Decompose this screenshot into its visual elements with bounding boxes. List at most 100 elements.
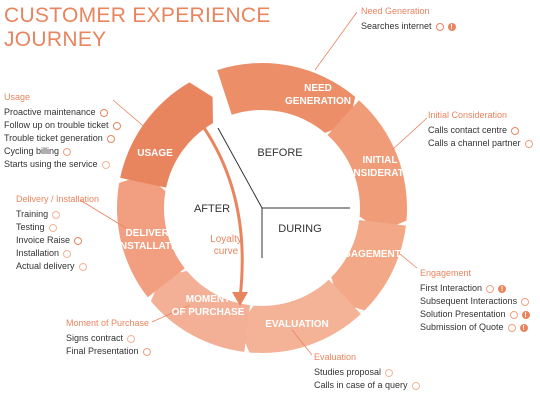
list-item: Installation: [16, 247, 99, 260]
page-title: CUSTOMER EXPERIENCE JOURNEY: [4, 4, 271, 52]
connector-delivery: [79, 199, 127, 229]
list-item: Searches internet: [361, 20, 456, 34]
smile-face-icon: [507, 323, 516, 332]
group-header: Initial Consideration: [428, 110, 508, 120]
stage-initial-consideration-1: INITIAL: [363, 155, 398, 166]
alert-icon: [521, 309, 530, 322]
ring-segment-usage: [120, 82, 213, 188]
list-item: Calls contact centre: [428, 124, 533, 137]
group-engagement: Engagement First InteractionSubsequent I…: [420, 268, 530, 335]
connector-engagement: [394, 249, 418, 269]
connector-usage: [112, 99, 149, 131]
list-item-label: First Interaction: [420, 283, 483, 293]
list-item-label: Subsequent Interactions: [420, 296, 518, 306]
ring-segments: [116, 63, 407, 353]
connector-moment-of-purchase: [151, 304, 191, 323]
list-item: Invoice Raise: [16, 234, 99, 247]
label-during: DURING: [278, 223, 321, 235]
happy-face-icon: [435, 22, 444, 31]
neutral-face-icon: [101, 160, 110, 169]
list-item-label: Submission of Quote: [420, 322, 504, 332]
neutral-face-icon: [385, 368, 394, 377]
alert-icon: [519, 322, 528, 335]
title-line-2: JOURNEY: [4, 28, 107, 51]
neutral-face-icon: [411, 381, 420, 390]
list-item: Studies proposal: [314, 366, 420, 379]
stage-initial-consideration-2: CONSIDERATION: [338, 168, 421, 179]
list-item-label: Proactive maintenance: [4, 107, 96, 117]
group-header: Engagement: [420, 268, 472, 278]
neutral-face-icon: [52, 210, 61, 219]
list-item-label: Calls a channel partner: [428, 138, 521, 148]
list-item-label: Actual delivery: [16, 261, 75, 271]
ring-segment-engagement: [331, 219, 406, 311]
list-item: Testing: [16, 221, 99, 234]
smile-face-icon: [486, 284, 495, 293]
neutral-face-icon: [48, 223, 57, 232]
list-item: Starts using the service: [4, 158, 121, 171]
list-item: Cycling billing: [4, 145, 121, 158]
ring-segment-evaluation: [238, 279, 361, 353]
smile-face-icon: [524, 139, 533, 148]
stage-need-generation-2: GENERATION: [285, 96, 351, 107]
list-item-label: Final Presentation: [66, 346, 139, 356]
title-line-1: CUSTOMER EXPERIENCE: [4, 4, 271, 27]
smile-face-icon: [142, 347, 151, 356]
label-after: AFTER: [194, 203, 230, 215]
divider-before-after: [217, 127, 263, 209]
list-item-label: Training: [16, 209, 49, 219]
group-header: Delivery / Installation: [16, 194, 100, 204]
ring-segment-delivery: [116, 174, 185, 298]
list-item: Calls a channel partner: [428, 137, 533, 150]
sad-face-icon: [511, 126, 520, 135]
ring-segment-initial-consideration: [327, 100, 407, 232]
stage-delivery-2: INSTALLATION: [117, 241, 189, 252]
ring-segment-need-generation: [217, 63, 356, 133]
list-item-label: Solution Presentation: [420, 309, 506, 319]
smile-face-icon: [509, 310, 518, 319]
list-item: Final Presentation: [66, 345, 151, 358]
connector-lines: [79, 11, 428, 356]
list-item-label: Signs contract: [66, 333, 124, 343]
list-item-label: Calls contact centre: [428, 125, 508, 135]
connector-evaluation: [291, 329, 313, 356]
list-item: Calls in case of a query: [314, 379, 420, 392]
list-item-label: Studies proposal: [314, 367, 382, 377]
happy-face-icon: [99, 108, 108, 117]
list-item: Trouble ticket generation: [4, 132, 121, 145]
alert-icon: [498, 283, 507, 296]
stage-engagement: ENGAGEMENT: [329, 249, 401, 260]
group-header: Moment of Purchase: [66, 318, 150, 328]
group-header: Usage: [4, 92, 31, 102]
list-item-label: Starts using the service: [4, 159, 98, 169]
sad-face-icon: [106, 134, 115, 143]
label-loyalty-2: curve: [214, 246, 239, 257]
list-item-label: Follow up on trouble ticket: [4, 120, 109, 130]
ring-labels: NEED GENERATION INITIAL CONSIDERATION EN…: [117, 83, 422, 330]
loyalty-curve-arrowhead: [232, 292, 248, 306]
group-header: Need Generation: [361, 6, 430, 16]
neutral-face-icon: [63, 249, 72, 258]
label-before: BEFORE: [257, 147, 302, 159]
stage-need-generation-1: NEED: [304, 83, 332, 94]
connector-initial-consideration: [391, 117, 428, 151]
smile-face-icon: [521, 297, 530, 306]
list-item: Proactive maintenance: [4, 106, 121, 119]
list-item-label: Cycling billing: [4, 146, 60, 156]
stage-delivery-1: DELIVERY /: [125, 228, 180, 239]
stage-evaluation: EVALUATION: [265, 319, 329, 330]
list-item-label: Testing: [16, 222, 45, 232]
list-item: Subsequent Interactions: [420, 295, 530, 308]
group-need-generation: Need Generation Searches internet: [361, 6, 456, 34]
stage-usage: USAGE: [137, 148, 173, 159]
list-item: First Interaction: [420, 282, 530, 296]
loyalty-curve-line: [198, 121, 244, 299]
list-item: Submission of Quote: [420, 321, 530, 335]
list-item: Actual delivery: [16, 260, 99, 273]
